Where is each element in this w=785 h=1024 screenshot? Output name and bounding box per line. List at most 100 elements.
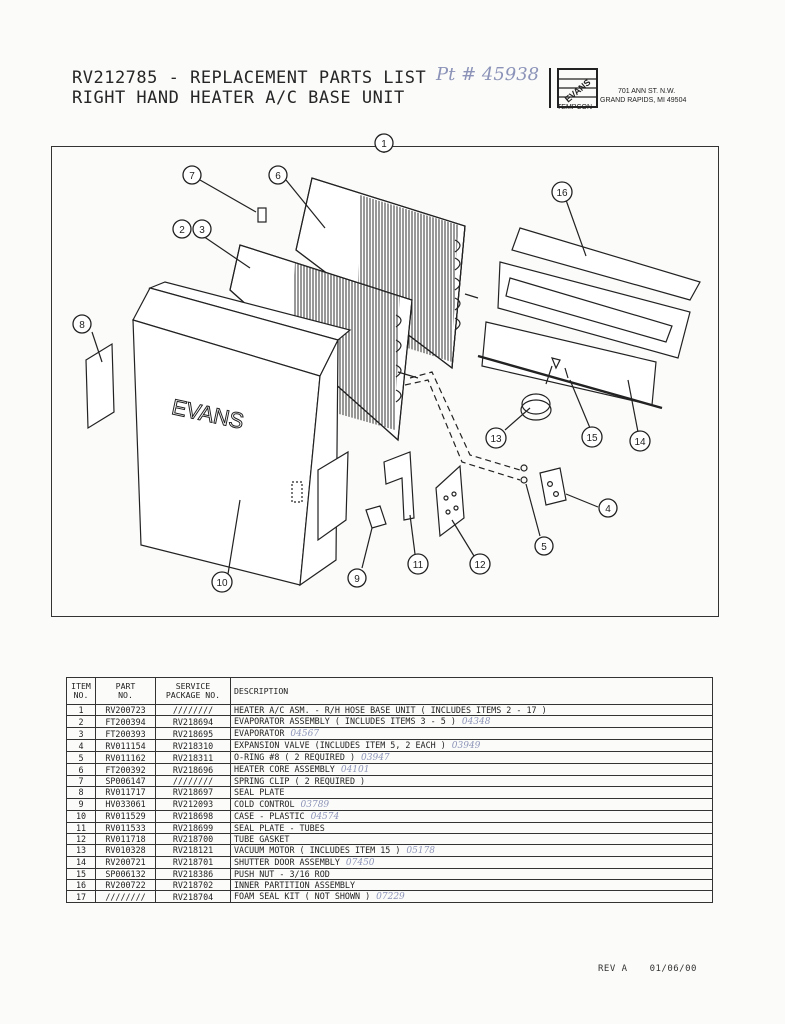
cell-item: 10 bbox=[66, 809, 96, 823]
callout-7: 7 bbox=[182, 165, 202, 185]
address-line-1: 701 ANN ST. N.W. bbox=[618, 88, 676, 95]
svg-text:7: 7 bbox=[189, 171, 195, 182]
title-line-1: RV212785 - REPLACEMENT PARTS LIST bbox=[72, 68, 427, 88]
cell-part: FT200392 bbox=[95, 763, 156, 777]
callout-8: 8 bbox=[72, 314, 92, 334]
svg-text:15: 15 bbox=[586, 433, 598, 444]
cell-part: FT200394 bbox=[95, 715, 156, 729]
cell-description: SPRING CLIP ( 2 REQUIRED ) bbox=[230, 775, 713, 788]
callout-5: 5 bbox=[534, 536, 554, 556]
callout-10: 10 bbox=[211, 571, 233, 593]
cell-service: RV218697 bbox=[155, 786, 231, 799]
handwritten-note: 03947 bbox=[361, 753, 390, 764]
cell-service: RV218311 bbox=[155, 751, 231, 765]
cell-part: RV011529 bbox=[95, 809, 156, 823]
handwritten-part-number: Pt # 45938 bbox=[436, 64, 540, 85]
cell-part: RV010328 bbox=[95, 843, 156, 857]
seal-plate bbox=[85, 342, 115, 430]
cell-part: RV011162 bbox=[95, 751, 156, 765]
cell-part: RV011533 bbox=[95, 821, 156, 834]
cell-item: 13 bbox=[66, 843, 96, 857]
cell-service: RV218696 bbox=[155, 763, 231, 777]
cell-part: RV200721 bbox=[95, 855, 156, 869]
cold-control bbox=[365, 505, 387, 529]
callout-6: 6 bbox=[268, 165, 288, 185]
handwritten-note: 04567 bbox=[290, 729, 320, 740]
svg-text:9: 9 bbox=[354, 574, 360, 585]
cell-item: 11 bbox=[66, 821, 96, 834]
cell-item: 4 bbox=[66, 739, 96, 753]
svg-text:11: 11 bbox=[413, 560, 424, 571]
cell-item: 15 bbox=[66, 867, 96, 881]
svg-text:2: 2 bbox=[179, 225, 185, 236]
cell-service: RV218701 bbox=[155, 855, 231, 869]
address-line-2: GRAND RAPIDS, MI 49504 bbox=[600, 97, 687, 104]
svg-text:4: 4 bbox=[605, 504, 611, 515]
callout-15: 15 bbox=[581, 426, 603, 448]
plastic-case: EVANS bbox=[132, 281, 352, 587]
cell-service: RV218310 bbox=[155, 739, 231, 753]
cell-part: SP006147 bbox=[95, 775, 156, 788]
cell-description: INNER PARTITION ASSEMBLY bbox=[230, 879, 713, 892]
svg-text:12: 12 bbox=[474, 560, 486, 571]
seal-plate-tubes bbox=[383, 451, 415, 521]
handwritten-note: 04574 bbox=[310, 811, 340, 822]
cell-part: RV200722 bbox=[95, 879, 156, 892]
handwritten-note: 05178 bbox=[406, 845, 436, 856]
cell-item: 1 bbox=[66, 703, 96, 717]
cell-description: SEAL PLATE bbox=[230, 786, 713, 799]
tube-gasket bbox=[435, 464, 465, 538]
callout-14: 14 bbox=[629, 430, 651, 452]
handwritten-note: 07229 bbox=[376, 892, 405, 903]
heater-core bbox=[295, 177, 479, 370]
callout-9: 9 bbox=[347, 568, 367, 588]
cell-part: RV011717 bbox=[95, 786, 156, 799]
inner-partition bbox=[497, 227, 701, 359]
cell-part: //////// bbox=[95, 890, 156, 904]
callout-4: 4 bbox=[598, 498, 618, 518]
col-header-description: DESCRIPTION bbox=[230, 677, 713, 705]
handwritten-note: 03949 bbox=[451, 741, 481, 752]
handwritten-note: 04348 bbox=[461, 717, 491, 728]
cell-service: RV218698 bbox=[155, 809, 231, 823]
callout-11: 11 bbox=[407, 553, 429, 575]
cell-service: RV218704 bbox=[155, 890, 231, 904]
title-line-2: RIGHT HAND HEATER A/C BASE UNIT bbox=[72, 88, 405, 108]
cell-item: 14 bbox=[66, 855, 96, 869]
cell-item: 6 bbox=[66, 763, 96, 777]
cell-description: EVAPORATOR ASSEMBLY ( INCLUDES ITEMS 3 -… bbox=[230, 715, 713, 729]
cell-service: RV218700 bbox=[155, 832, 231, 845]
svg-text:1: 1 bbox=[381, 139, 387, 150]
cell-service: //////// bbox=[155, 775, 231, 788]
cell-item: 17 bbox=[66, 890, 96, 904]
cell-part: HV033061 bbox=[95, 797, 156, 811]
revision-date: 01/06/00 bbox=[649, 964, 697, 974]
cell-item: 9 bbox=[66, 797, 96, 811]
header-divider bbox=[549, 68, 551, 108]
callout-12: 12 bbox=[469, 553, 491, 575]
callout-3: 3 bbox=[192, 219, 212, 239]
cell-part: RV011154 bbox=[95, 739, 156, 753]
cell-part: RV200723 bbox=[95, 703, 156, 717]
